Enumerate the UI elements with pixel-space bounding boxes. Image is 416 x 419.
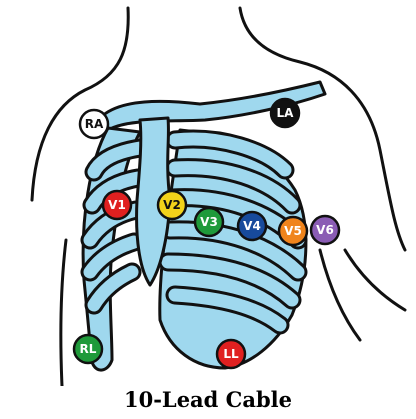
- svg-text:V4: V4: [243, 219, 261, 233]
- svg-text:V3: V3: [200, 215, 218, 229]
- electrode-rl: RL: [74, 335, 102, 363]
- diagram-caption: 10-Lead Cable: [0, 386, 416, 414]
- electrode-v3: V3: [195, 208, 223, 236]
- svg-text:V1: V1: [108, 198, 126, 212]
- electrode-v2: V2: [158, 191, 186, 219]
- rib-cage: [83, 118, 306, 370]
- svg-text:LA: LA: [277, 106, 295, 120]
- svg-text:V5: V5: [284, 224, 302, 238]
- electrode-v1: V1: [103, 191, 131, 219]
- electrode-v5: V5: [279, 217, 307, 245]
- chest-electrode-diagram: RA LA V1 V2 V3 V4 V5 V6 RL LL: [0, 0, 416, 386]
- svg-text:RA: RA: [85, 117, 104, 131]
- svg-text:V6: V6: [316, 223, 334, 237]
- svg-text:RL: RL: [80, 342, 97, 356]
- electrode-ra: RA: [80, 110, 108, 138]
- svg-text:LL: LL: [223, 347, 239, 361]
- svg-text:V2: V2: [163, 198, 181, 212]
- electrode-ll: LL: [217, 340, 245, 368]
- electrode-la: LA: [271, 99, 299, 127]
- electrode-v4: V4: [238, 212, 266, 240]
- electrode-v6: V6: [311, 216, 339, 244]
